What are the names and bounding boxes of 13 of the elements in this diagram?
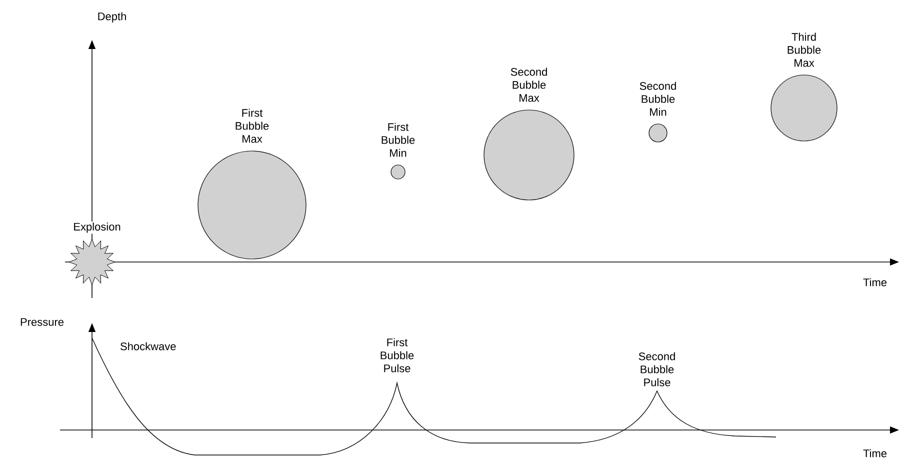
peak-label: First Bubble Pulse [380,338,414,372]
bubble-label: Third Bubble Max [788,32,821,67]
axis-label: Time [863,449,887,458]
peak-label: Shockwave [120,342,176,350]
bubble-label: Second Bubble Min [640,82,676,116]
bubble-label: First Bubble Max [236,108,269,143]
bubble-label: First Bubble Min [382,122,415,157]
axis-label: Time [863,278,887,286]
bubble-label: Second Bubble Max [510,68,547,102]
explosion-label: Explosion [72,222,122,234]
axis-label: Depth [98,12,126,22]
axis-label: Pressure [20,318,64,326]
peak-label: Second Bubble Pulse [638,352,675,386]
